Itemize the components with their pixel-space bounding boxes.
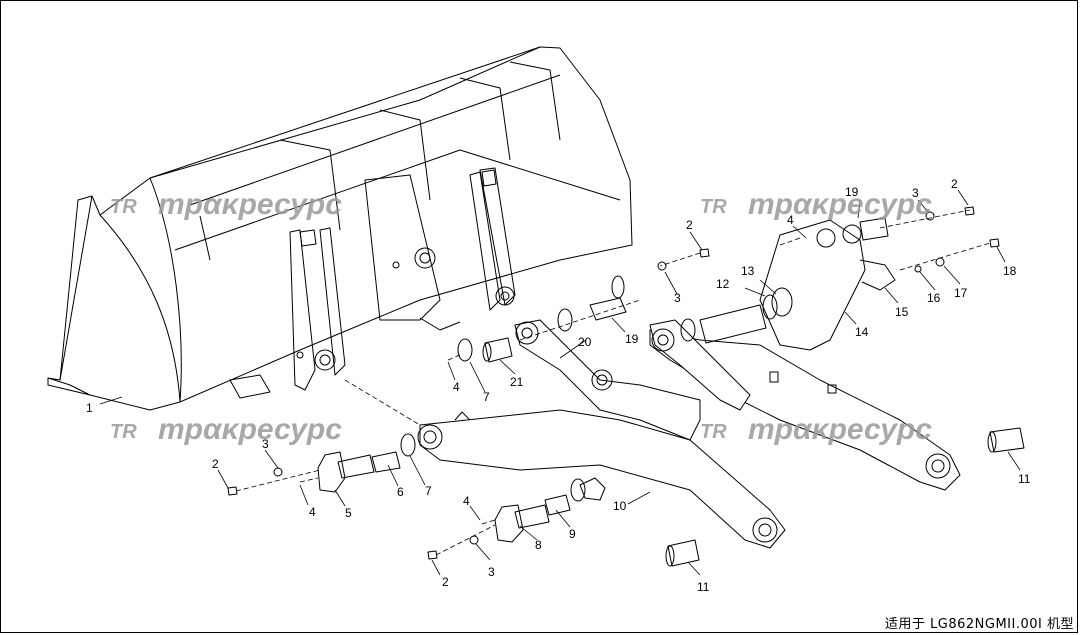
watermark-logo: TR (700, 421, 727, 443)
bucket (47, 46, 633, 411)
callout-18: 18 (1003, 264, 1017, 278)
callout-20: 20 (578, 335, 592, 349)
watermark-4: TR трακресурс (700, 413, 932, 446)
watermark-text: трακресурс (158, 413, 342, 446)
pins-and-bushings (227, 206, 1025, 567)
callout-2: 2 (212, 457, 219, 471)
watermark-logo: TR (110, 421, 137, 443)
callout-2: 2 (686, 218, 693, 232)
callout-7: 7 (425, 484, 432, 498)
watermark-logo: TR (700, 196, 727, 218)
callout-16: 16 (927, 291, 941, 305)
callout-21: 21 (510, 375, 524, 389)
boom-arm-left (417, 409, 786, 549)
callout-6: 6 (397, 485, 404, 499)
callout-8: 8 (535, 538, 542, 552)
watermark-3: TR трακресурс (110, 413, 342, 446)
callout-14: 14 (855, 325, 869, 339)
callout-19: 19 (625, 332, 639, 346)
callout-4: 4 (463, 494, 470, 508)
callout-13: 13 (741, 264, 755, 278)
callout-2: 2 (442, 575, 449, 589)
callout-3: 3 (262, 437, 269, 451)
callout-3: 3 (912, 186, 919, 200)
callout-4: 4 (787, 213, 794, 227)
watermarks: TR трακресурс TR трακресурс TR трακресур… (110, 188, 932, 446)
watermark-2: TR трακресурс (700, 188, 932, 221)
callout-19: 19 (845, 185, 859, 199)
callout-3: 3 (674, 291, 681, 305)
watermark-text: трακресурс (158, 188, 342, 221)
callout-7: 7 (483, 390, 490, 404)
assembly-lines (235, 209, 991, 556)
callout-labels: 1 2 2 2 2 3 3 3 3 4 4 4 4 5 6 7 7 8 9 10… (86, 177, 1031, 594)
callout-15: 15 (895, 305, 909, 319)
leader-lines (99, 189, 1021, 576)
callout-4: 4 (453, 380, 460, 394)
callout-11: 11 (697, 580, 710, 594)
callout-5: 5 (345, 506, 352, 520)
callout-17: 17 (954, 286, 968, 300)
callout-11: 11 (1018, 472, 1031, 486)
callout-4: 4 (309, 505, 316, 519)
callout-10: 10 (613, 499, 627, 513)
watermark-1: TR трακресурс (110, 188, 342, 221)
watermark-logo: TR (110, 196, 137, 218)
watermark-text: трακресурс (748, 188, 932, 221)
bell-crank (514, 319, 751, 441)
callout-12: 12 (716, 277, 730, 291)
callout-1: 1 (86, 401, 93, 415)
callout-3: 3 (488, 565, 495, 579)
model-applicability-note: 适用于 LG862NGMII.00I 机型 (884, 617, 1074, 632)
callout-9: 9 (569, 527, 576, 541)
watermark-text: трακресурс (748, 413, 932, 446)
callout-2: 2 (951, 177, 958, 191)
